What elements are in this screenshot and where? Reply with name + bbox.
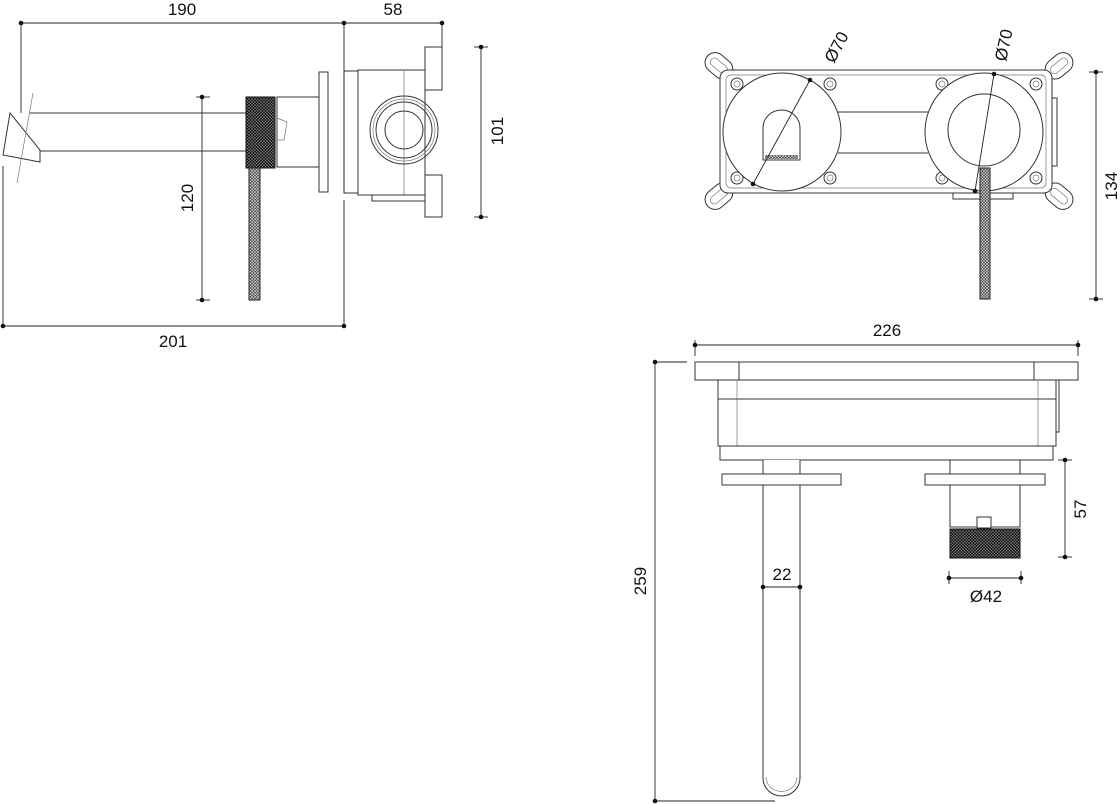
dim-label: 134 (1102, 172, 1120, 200)
lever-front (979, 167, 991, 300)
dim-label: Ø42 (970, 587, 1002, 606)
dim-label: 22 (773, 565, 792, 584)
front-view: Ø70 Ø70 134 (704, 27, 1120, 302)
dimension-201: 201 (0, 166, 347, 351)
dim-label: 101 (488, 117, 507, 145)
dimension-57: 57 (1058, 457, 1090, 560)
dimension-diameter-42: Ø42 (946, 571, 1024, 606)
dim-label: 120 (178, 184, 197, 212)
dimension-134: 134 (1089, 69, 1120, 302)
dim-label: 58 (384, 0, 403, 19)
wall-flange (318, 71, 329, 193)
dimension-22: 22 (760, 565, 803, 590)
spout-top (721, 460, 842, 797)
dim-label: 201 (159, 332, 187, 351)
dim-label: Ø70 (821, 29, 853, 66)
screw-holes (730, 77, 1043, 185)
side-view: 190 58 201 120 101 (0, 0, 507, 351)
dim-label: 190 (168, 0, 196, 19)
body-cylinder (276, 96, 321, 168)
dimension-259: 259 (631, 359, 775, 804)
top-view: 226 259 22 57 Ø42 (631, 321, 1090, 804)
dim-label: Ø70 (991, 27, 1016, 62)
knurled-handle (949, 528, 1021, 559)
dimension-58: 58 (344, 0, 445, 47)
lever-handle (248, 167, 261, 301)
dimension-120: 120 (178, 94, 210, 303)
spout-side (2, 92, 246, 184)
dimension-190: 190 (18, 0, 347, 113)
handle-top (924, 459, 1046, 559)
knurled-collar (245, 96, 276, 169)
dim-label: 57 (1071, 500, 1090, 519)
dim-label: 259 (631, 567, 650, 595)
dim-label: 226 (873, 321, 901, 340)
mounting-box-side (343, 46, 443, 218)
mounting-box-top (694, 361, 1079, 461)
spout-outlet (762, 109, 801, 161)
dimension-101: 101 (474, 44, 507, 220)
dimension-226: 226 (692, 321, 1081, 356)
